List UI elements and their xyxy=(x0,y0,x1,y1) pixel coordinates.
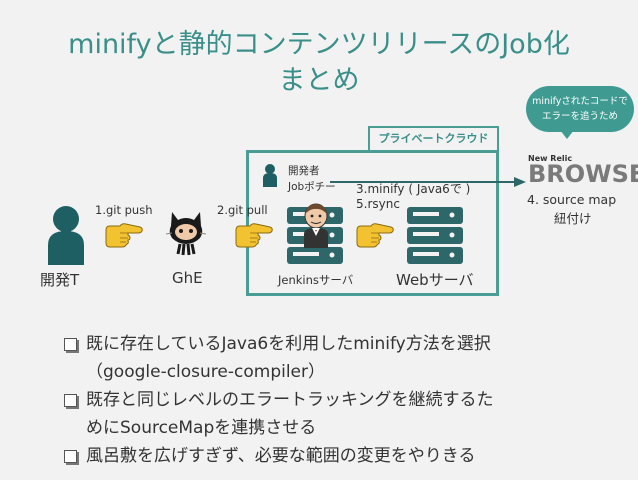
developer-label-line2: Jobポチー xyxy=(288,181,336,193)
step4-label-line1: 4. source map xyxy=(527,192,617,207)
developer-label-line1: 開発者 xyxy=(288,165,320,177)
bullet-text: めにSourceMapを連携させる xyxy=(86,418,317,438)
bullet-text: 既に存在しているJava6を利用したminify方法を選択 xyxy=(86,334,491,354)
step4-label-line2: 紐付け xyxy=(554,211,592,226)
bullet-list: 既に存在しているJava6を利用したminify方法を選択 （google-cl… xyxy=(60,330,620,470)
web-server-label: Webサーバ xyxy=(396,271,474,289)
private-cloud-label: プライベートクラウド xyxy=(368,126,499,150)
bullet-item: 風呂敷を広げすぎず、必要な範囲の変更をやりきる xyxy=(60,442,620,470)
dev-team-person-icon xyxy=(48,206,84,265)
ghe-label: GhE xyxy=(172,269,203,287)
pointing-hand-icon xyxy=(105,223,143,248)
step3-label-line1: 3.minify ( Java6で ) xyxy=(356,182,471,196)
private-cloud-box xyxy=(246,150,499,296)
newrelic-browser-logo: New Relic BROWSER xyxy=(528,154,638,190)
jenkins-label: Jenkinsサーバ xyxy=(278,273,354,287)
callout-tail xyxy=(560,130,574,139)
step2-label: 2.git pull xyxy=(217,203,268,217)
callout-text-line1: minifyされたコードで xyxy=(532,96,628,107)
bullet-text: 風呂敷を広げすぎず、必要な範囲の変更をやりきる xyxy=(86,446,476,466)
checkbox-bullet-icon xyxy=(64,338,77,351)
bullet-item: 既に存在しているJava6を利用したminify方法を選択 xyxy=(60,330,620,358)
bullet-text: （google-closure-compiler） xyxy=(86,362,326,382)
jenkins-icon xyxy=(304,203,328,248)
callout-bubble: minifyされたコードで エラーを追うため xyxy=(526,86,634,132)
developer-person-icon xyxy=(263,164,277,187)
octocat-icon xyxy=(165,212,207,256)
pointing-hand-icon xyxy=(356,223,394,248)
newrelic-small-text: New Relic xyxy=(528,154,573,163)
page-title-line1: minifyと静的コンテンツリリースのJob化 xyxy=(68,29,570,60)
bullet-item: 既存と同じレベルのエラートラッキングを継続するた xyxy=(60,386,620,414)
callout-text-line2: エラーを追うため xyxy=(541,111,618,122)
checkbox-bullet-icon xyxy=(64,450,77,463)
bullet-continuation: （google-closure-compiler） xyxy=(60,358,620,386)
web-server-icon xyxy=(407,207,463,264)
page-title-line2: まとめ xyxy=(278,65,360,96)
step3-label-line2: 5.rsync xyxy=(356,197,400,211)
dev-team-label: 開発T xyxy=(40,271,80,289)
pointing-hand-icon xyxy=(235,223,273,248)
bullet-text: 既存と同じレベルのエラートラッキングを継続するた xyxy=(86,390,494,410)
arrow-to-newrelic xyxy=(330,177,526,187)
newrelic-big-text: BROWSER xyxy=(528,160,638,188)
step1-label: 1.git push xyxy=(95,203,153,217)
bullet-continuation: めにSourceMapを連携させる xyxy=(60,414,620,442)
checkbox-bullet-icon xyxy=(64,394,77,407)
